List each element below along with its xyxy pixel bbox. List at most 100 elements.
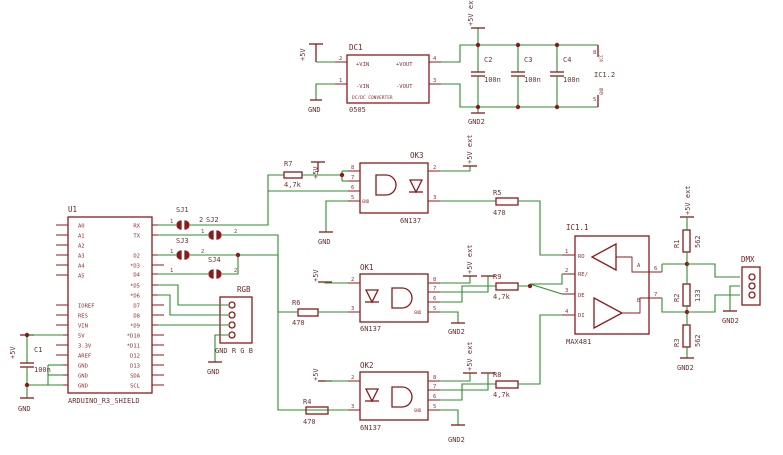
r3-value: 562 [694, 334, 702, 347]
sj1-name: SJ1 [176, 206, 189, 214]
ic12-vcc: VCC [599, 54, 604, 62]
sj4-name: SJ4 [208, 256, 221, 264]
ic11-de: DE [578, 293, 585, 299]
dc1-vout-pos: +VOUT [396, 62, 413, 68]
cap-c4: C4 100n [550, 45, 580, 107]
dmx-name: DMX [741, 255, 755, 264]
c1-value: 100n [34, 366, 51, 374]
dc1-pin-3: 3 [433, 78, 436, 84]
ic11-pin-1: 1 [565, 249, 568, 255]
sj4-pin1: 1 [170, 268, 173, 274]
ok3-pin-8: 8 [351, 165, 354, 171]
resistor-r5: R5 470 [493, 189, 519, 217]
u1-pin-left: A4 [78, 264, 85, 270]
c3-value: 100n [524, 76, 541, 84]
rgb-pins-label: GND R G B [215, 347, 253, 355]
r7-value: 4,7k [284, 181, 302, 189]
sj3-pin1: 1 [170, 249, 173, 255]
solder-jumpers: SJ1 SJ2 2 SJ3 SJ4 1 1 2 1 2 1 2 [170, 206, 237, 279]
ic11-ro: RO [578, 254, 585, 260]
u1-pin-right: *D5 [130, 284, 140, 290]
u1-value: ARDUINO_R3_SHIELD [68, 397, 140, 405]
u1-pin-left: GND [78, 384, 88, 390]
r4-name: R4 [303, 398, 311, 406]
ok3-pin-2: 2 [433, 165, 436, 171]
sj2-prefix: 2 [199, 216, 203, 224]
ic11-re: RE/ [578, 272, 588, 278]
dc1-name: DC1 [349, 43, 363, 52]
resistor-r3: R3 562 [673, 324, 702, 348]
r5-value: 470 [493, 209, 506, 217]
ok2-pin-8: 8 [433, 375, 436, 381]
u1-name: U1 [68, 205, 77, 214]
ok2-pin-5: 5 [433, 404, 436, 410]
r1-value: 562 [694, 235, 702, 248]
u1-pin-right: *D3 [130, 264, 140, 270]
optocoupler-ok3: OK3 6N137 8 7 6 5 2 3 GND [348, 151, 440, 225]
dc1-pin-2: 2 [339, 56, 342, 62]
ok1-pin-5: 5 [433, 306, 436, 312]
r2-name: R2 [673, 294, 681, 302]
resistor-r7: R7 4,7k [283, 160, 303, 189]
ic11-b: B [637, 298, 641, 304]
r7-5v-label: +5V [312, 166, 320, 179]
ok1-5v-label: +5V [312, 269, 320, 282]
cap-c2: C2 100n [471, 45, 501, 107]
r1-name: R1 [673, 240, 681, 248]
sj3-pin2: 2 [201, 249, 204, 255]
u1-pin-right: SCL [130, 384, 141, 390]
u1-pin-left: A5 [78, 274, 85, 280]
u1-pin-left: A2 [78, 244, 85, 250]
u1-pin-right: D4 [133, 273, 140, 279]
ok3-gnd-tag: GND [362, 199, 370, 204]
optocoupler-ok2: OK2 6N137 2 3 8 7 6 5 GND [348, 361, 440, 432]
dc1-block: DC1 0505 +VIN -VIN +VOUT -VOUT DC/DC CON… [335, 43, 441, 114]
dc1-vin-pos: +VIN [356, 62, 369, 68]
ic11-value: MAX481 [566, 338, 591, 346]
dc1-5v-label: +5V [299, 48, 307, 61]
ic12-pin-8: 8 [593, 50, 596, 56]
resistor-r2: R2 133 [673, 283, 702, 307]
ic11-pin-4: 4 [565, 309, 569, 315]
u1-pin-right: D13 [130, 364, 140, 370]
rgb-gnd-label: GND [207, 368, 220, 376]
ok2-value: 6N137 [360, 424, 381, 432]
ok1-pin-8: 8 [433, 277, 436, 283]
r6-name: R6 [292, 299, 300, 307]
r3-name: R3 [673, 339, 681, 347]
u1-pin-right: D7 [133, 304, 140, 310]
dc1-gnd-label: GND [308, 106, 321, 114]
u1-pin-right: *D10 [127, 334, 140, 340]
cap-c1: C1 100n [20, 346, 51, 398]
ic11-pin-7: 7 [654, 292, 657, 298]
ic12-pin-5: 5 [593, 97, 596, 103]
r9-name: R9 [493, 273, 501, 281]
bus-5v-ext-label: +5V ext [684, 185, 692, 215]
resistor-r6: R6 470 [292, 299, 319, 327]
ok1-pin-2: 2 [351, 277, 354, 283]
r8-name: R8 [493, 371, 501, 379]
resistor-r8: R8 4,7k [493, 371, 519, 399]
u1-pin-right: D12 [130, 354, 140, 360]
rgb-name: RGB [237, 285, 251, 294]
rail-5v-ext-label: +5V ext [467, 0, 475, 26]
c2-name: C2 [484, 56, 492, 64]
ok3-5v-ext-label: +5V ext [466, 134, 474, 164]
ok1-pin-3: 3 [351, 306, 354, 312]
ok2-pin-6: 6 [433, 394, 436, 400]
ic11-pin-3: 3 [565, 288, 568, 294]
ok3-pin-7: 7 [351, 175, 354, 181]
r9-value: 4,7k [493, 293, 511, 301]
ic12-power: IC1.2 8 5 VCC GND [593, 45, 615, 107]
ok3-pin-3: 3 [433, 195, 436, 201]
u1-pin-left: VIN [78, 324, 88, 330]
ic11-a: A [637, 263, 641, 269]
ok1-pin-7: 7 [433, 286, 436, 292]
ic12-name: IC1.2 [594, 71, 615, 79]
u1-5v-label: +5V [9, 346, 17, 359]
ok3-gnd-label: GND [318, 238, 331, 246]
ok2-name: OK2 [360, 361, 374, 370]
dc1-vin-neg: -VIN [356, 84, 369, 90]
u1-pin-right: *D9 [130, 324, 140, 330]
optocoupler-ok1: OK1 6N137 2 3 8 7 6 5 GND [348, 263, 440, 333]
